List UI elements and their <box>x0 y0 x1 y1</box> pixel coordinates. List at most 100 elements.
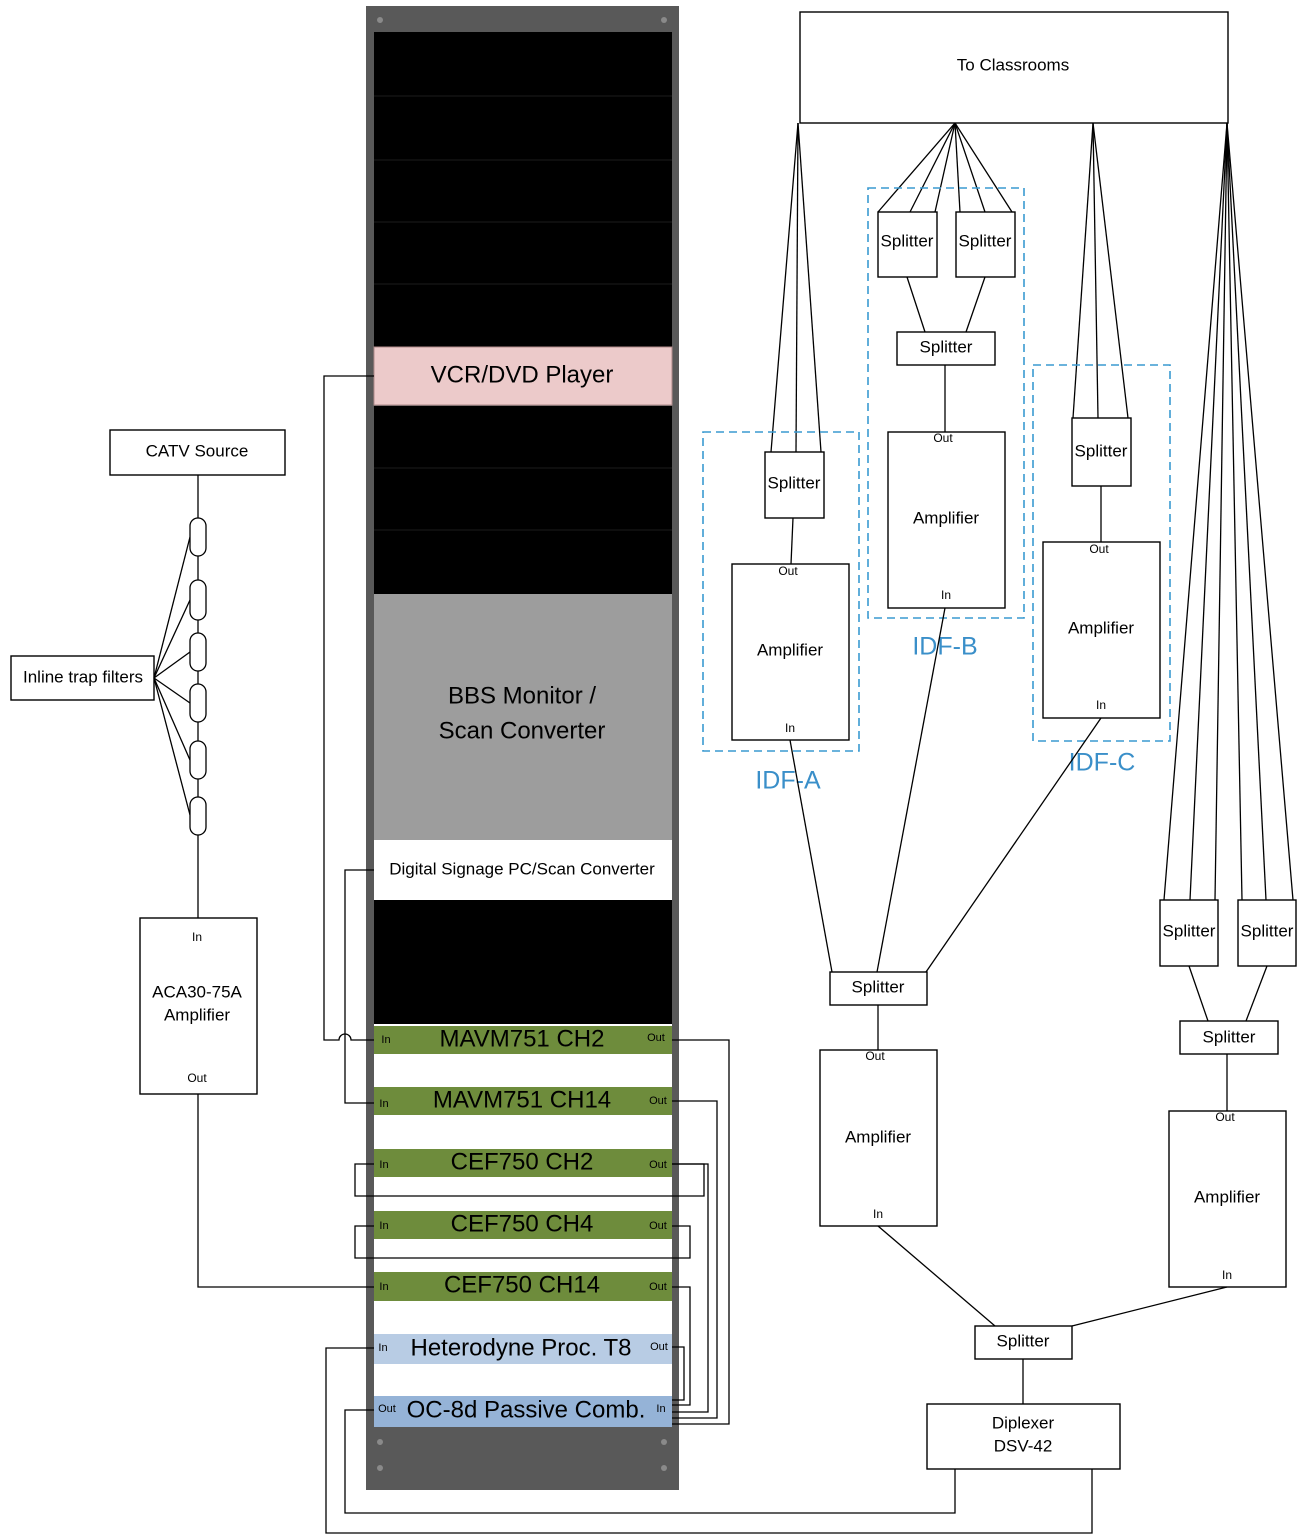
digital-signage-label: Digital Signage PC/Scan Converter <box>389 859 655 878</box>
center-splitter <box>829 971 928 1006</box>
right-splitter-left <box>1159 899 1219 967</box>
right-splitter-left-label: Splitter <box>1163 921 1216 940</box>
cef-ch14-in: In <box>379 1281 388 1293</box>
idf-b-amp-in: In <box>941 588 951 602</box>
mavm-ch14-out: Out <box>649 1095 667 1107</box>
bottom-splitter <box>974 1325 1073 1360</box>
center-amp-in: In <box>873 1207 883 1221</box>
combiner-in: In <box>656 1403 665 1415</box>
trap-filter-3 <box>189 632 207 672</box>
idf-c-amp-label: Amplifier <box>1068 618 1134 637</box>
idf-b-boundary <box>867 187 1025 619</box>
cef750-ch14-unit <box>374 1272 672 1301</box>
idf-c-label: IDF-C <box>1069 749 1136 777</box>
digital-signage-unit <box>374 840 672 900</box>
mavm751-ch2-unit <box>374 1026 672 1054</box>
idf-b-amplifier <box>887 431 1006 609</box>
heterodyne-label: Heterodyne Proc. T8 <box>410 1334 631 1361</box>
aca-amp-line2: Amplifier <box>164 1005 230 1024</box>
rack-blank-mid <box>374 406 672 594</box>
inline-trap-filters-label: Inline trap filters <box>23 667 143 686</box>
right-amp-label: Amplifier <box>1194 1187 1260 1206</box>
idf-c-group: Splitter Out Amplifier In IDF-C <box>1032 364 1171 777</box>
idf-c-amp-out: Out <box>1089 542 1109 556</box>
cef-ch14-label: CEF750 CH14 <box>444 1271 600 1298</box>
idf-b-splitter-right-label: Splitter <box>959 231 1012 250</box>
right-amp-out: Out <box>1215 1110 1235 1124</box>
mavm-ch14-in: In <box>379 1098 388 1110</box>
trap-filter-1 <box>189 517 207 557</box>
center-amp-label: Amplifier <box>845 1127 911 1146</box>
idf-a-splitter-label: Splitter <box>768 473 821 492</box>
idf-b-label: IDF-B <box>912 633 977 661</box>
aca-amp-line1: ACA30-75A <box>152 982 242 1001</box>
cef-ch4-in: In <box>379 1220 388 1232</box>
idf-b-amp-label: Amplifier <box>913 508 979 527</box>
diplexer-line2: DSV-42 <box>994 1436 1053 1455</box>
cef-ch4-label: CEF750 CH4 <box>451 1210 594 1237</box>
idf-a-splitter <box>764 451 825 519</box>
idf-c-amp-in: In <box>1096 698 1106 712</box>
cef-ch14-out: Out <box>649 1281 667 1293</box>
diplexer-section: Splitter Diplexer DSV-42 <box>926 1325 1121 1470</box>
aca30-amplifier-box <box>139 917 258 1095</box>
rack-blank-top <box>374 32 672 348</box>
classroom-feed-lines <box>770 122 1294 901</box>
cef-ch2-out: Out <box>649 1159 667 1171</box>
equipment-rack: VCR/DVD Player BBS Monitor / Scan Conver… <box>366 6 679 1490</box>
idf-b-splitter-right <box>955 211 1016 278</box>
cef750-ch2-unit <box>374 1149 672 1177</box>
right-amplifier <box>1168 1110 1287 1288</box>
center-amp-out: Out <box>865 1049 885 1063</box>
cef-ch2-label: CEF750 CH2 <box>451 1148 594 1175</box>
to-classrooms-box <box>799 11 1229 124</box>
idf-c-splitter <box>1071 417 1132 487</box>
combiner-out: Out <box>378 1403 396 1415</box>
idf-a-boundary <box>702 431 860 752</box>
mavm-ch2-label: MAVM751 CH2 <box>440 1025 605 1052</box>
idf-c-boundary <box>1032 364 1171 742</box>
idf-b-group: Splitter Splitter Splitter Out Amplifier… <box>867 187 1025 661</box>
center-splitter-label: Splitter <box>852 977 905 996</box>
idf-b-splitter-left <box>877 211 938 278</box>
idf-b-splitter-left-label: Splitter <box>881 231 934 250</box>
mavm-ch2-out: Out <box>647 1032 665 1044</box>
combiner-label: OC-8d Passive Comb. <box>407 1396 646 1423</box>
heterodyne-in: In <box>378 1342 387 1354</box>
bbs-label-line1: BBS Monitor / <box>448 682 596 709</box>
right-amp-in: In <box>1222 1268 1232 1282</box>
heterodyne-out: Out <box>650 1341 668 1353</box>
idf-c-splitter-label: Splitter <box>1075 441 1128 460</box>
diplexer-box <box>926 1403 1121 1470</box>
rack-blank-lower <box>374 900 672 1024</box>
bbs-monitor-unit <box>374 594 672 840</box>
catv-chain: CATV Source Inline trap filters In ACA30… <box>10 429 374 1288</box>
trap-filter-4 <box>189 683 207 723</box>
idf-a-amp-in: In <box>785 721 795 735</box>
idf-c-amplifier <box>1042 541 1161 719</box>
cef750-ch4-unit <box>374 1211 672 1239</box>
idf-a-amplifier <box>731 563 850 741</box>
mavm751-ch14-unit <box>374 1087 672 1115</box>
aca-in-label: In <box>192 930 202 944</box>
bottom-splitter-label: Splitter <box>997 1331 1050 1350</box>
vcr-dvd-label: VCR/DVD Player <box>431 361 614 388</box>
diplexer-line1: Diplexer <box>992 1413 1055 1432</box>
idf-b-splitter-main-label: Splitter <box>920 337 973 356</box>
center-amplifier <box>819 1049 938 1227</box>
catv-source-box <box>109 429 286 476</box>
idf-b-splitter-main <box>896 331 996 366</box>
trap-filter-5 <box>189 740 207 780</box>
rack-wiring <box>323 375 1093 1534</box>
right-splitter-right <box>1237 899 1297 967</box>
catv-source-label: CATV Source <box>146 441 249 460</box>
idf-a-group: Splitter Out Amplifier In IDF-A <box>702 431 860 795</box>
trap-filter-6 <box>189 796 207 836</box>
heterodyne-unit <box>374 1334 672 1364</box>
mavm-ch14-label: MAVM751 CH14 <box>433 1086 611 1113</box>
idf-a-amp-label: Amplifier <box>757 640 823 659</box>
idf-a-amp-out: Out <box>778 564 798 578</box>
right-splitter-right-label: Splitter <box>1241 921 1294 940</box>
right-splitter-main <box>1179 1020 1279 1055</box>
